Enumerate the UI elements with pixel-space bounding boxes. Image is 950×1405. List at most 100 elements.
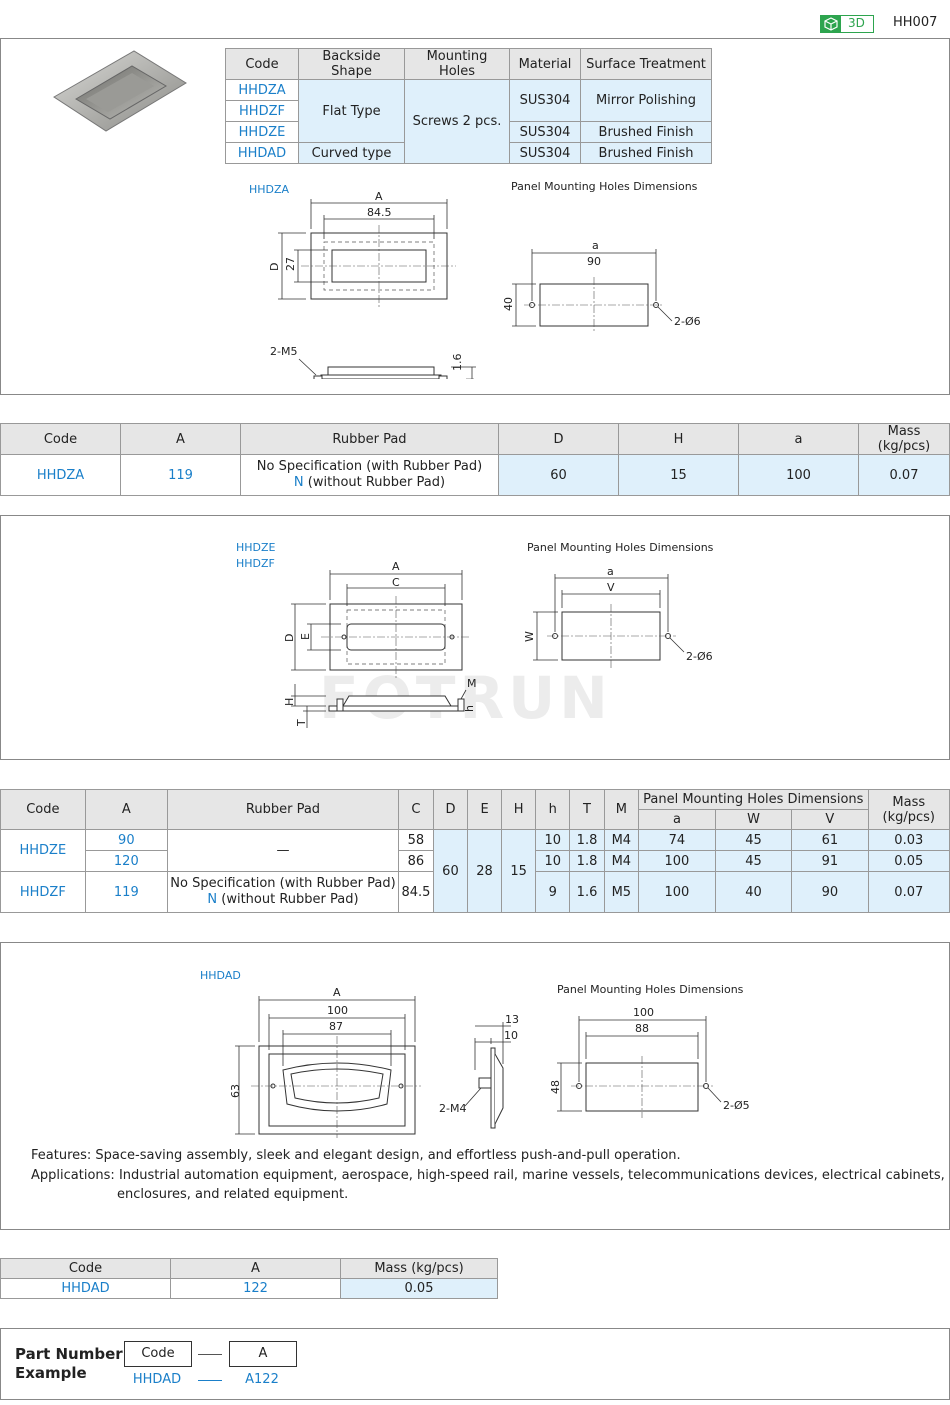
col-a: A <box>84 789 168 830</box>
material-cell: SUS304 <box>509 121 581 143</box>
a-cell[interactable]: 120 <box>84 850 168 872</box>
dim-27: 27 <box>284 257 297 271</box>
rubber-cell: No Specification (with Rubber Pad) N (wi… <box>166 871 399 913</box>
drawing-label: HHDZA <box>249 183 290 196</box>
code-cell[interactable]: HHDZE <box>225 121 299 143</box>
a-cell[interactable]: 122 <box>170 1278 341 1299</box>
code-cell[interactable]: HHDZF <box>225 100 299 122</box>
col-mass: Mass (kg/pcs) <box>858 423 950 455</box>
a-cell[interactable]: 90 <box>84 829 168 851</box>
mass-cell: 0.07 <box>858 454 950 496</box>
col-a: A <box>120 423 241 455</box>
c-cell: 84.5 <box>397 871 434 913</box>
drawing-hhdze: A C D E H T M h a V W 2-Ø6 <box>283 560 713 728</box>
panel-hhdza: Code Backside Shape Mounting Holes Mater… <box>0 38 950 395</box>
dim-holes: 2-Ø5 <box>723 1099 750 1112</box>
dim-A: A <box>392 560 400 573</box>
mass-cell: 0.03 <box>867 829 950 851</box>
c-cell: 86 <box>397 850 434 872</box>
code-cell[interactable]: HHDZA <box>0 454 121 496</box>
dim-90: 90 <box>587 255 601 268</box>
col-panel-group: Panel Mounting Holes Dimensions <box>638 789 869 810</box>
drawing-label: HHDAD <box>200 969 241 982</box>
col-material: Material <box>509 48 581 80</box>
example-a[interactable]: A122 <box>245 1372 279 1387</box>
dim-C: C <box>392 576 400 589</box>
h-cell: 15 <box>618 454 739 496</box>
dim-H: H <box>283 698 296 706</box>
code-cell[interactable]: HHDZA <box>225 79 299 101</box>
d-cell: 60 <box>498 454 619 496</box>
mass-cell: 0.05 <box>340 1278 498 1299</box>
col-mass: Mass(kg/pcs) <box>867 789 950 830</box>
dim-p88: 88 <box>635 1022 649 1035</box>
drawing-hhdza: A 84.5 D 27 2-M5 9 1.6 H a 90 40 2-Ø <box>268 190 701 379</box>
pv-cell: 91 <box>791 850 869 872</box>
col-code: Code <box>0 789 86 830</box>
col-t: T <box>569 789 605 830</box>
dim-84: 84.5 <box>367 206 392 219</box>
pw-cell: 45 <box>714 850 793 872</box>
col-backside: Backside Shape <box>298 48 405 80</box>
panel-hhdad: HHDAD Panel Mounting Holes Dimensions A … <box>0 942 950 1230</box>
col-code: Code <box>0 1258 171 1279</box>
col-d: D <box>432 789 469 830</box>
dim-E: E <box>299 633 312 640</box>
pw-cell: 40 <box>714 871 793 913</box>
dim-p48: 48 <box>549 1080 562 1094</box>
col-m: M <box>603 789 640 830</box>
col-mounting: Mounting Holes <box>404 48 510 80</box>
surface-cell: Mirror Polishing <box>580 79 712 122</box>
mass-cell: 0.07 <box>867 871 950 913</box>
code-cell[interactable]: HHDAD <box>225 142 299 164</box>
h-cell: 15 <box>501 829 537 913</box>
features-text: Features: Space-saving assembly, sleek a… <box>31 1148 681 1163</box>
col-code: Code <box>225 48 299 80</box>
a-box: A <box>229 1341 297 1367</box>
t-cell: 1.6 <box>569 871 605 913</box>
pv-cell: 90 <box>791 871 869 913</box>
col-pa: a <box>638 809 716 830</box>
dim-H: H <box>464 378 477 379</box>
code-cell[interactable]: HHDAD <box>0 1278 171 1299</box>
dim-thread: 2-M4 <box>439 1102 466 1115</box>
col-d: D <box>498 423 619 455</box>
col-pw: W <box>714 809 793 830</box>
product-photo <box>53 50 187 132</box>
dim-a: a <box>607 565 614 578</box>
example-code[interactable]: HHDAD <box>132 1372 182 1387</box>
c-cell: 58 <box>397 829 434 851</box>
a-cell[interactable]: 119 <box>120 454 241 496</box>
t-cell: 1.8 <box>569 829 605 851</box>
dim-D: D <box>268 263 281 271</box>
dim-V: V <box>607 581 615 594</box>
dim-W: W <box>523 631 536 642</box>
dim-thread: 2-M5 <box>270 345 297 358</box>
3d-badge[interactable]: 3D <box>820 15 874 33</box>
dim-A: A <box>333 986 341 999</box>
separator-line-blue <box>198 1380 222 1381</box>
col-code: Code <box>0 423 121 455</box>
col-h: H <box>501 789 537 830</box>
panel-holes-title: Panel Mounting Holes Dimensions <box>557 983 744 996</box>
pa-cell: 100 <box>638 871 716 913</box>
mass-cell: 0.05 <box>867 850 950 872</box>
m-cell: M4 <box>603 829 640 851</box>
backside-cell: Curved type <box>298 142 405 164</box>
material-cell: SUS304 <box>509 79 581 122</box>
dim-40: 40 <box>502 297 515 311</box>
rubber-cell: No Specification (with Rubber Pad) N (wi… <box>240 454 499 496</box>
h-small-cell: 10 <box>535 829 571 851</box>
applications-text-2: enclosures, and related equipment. <box>117 1187 349 1202</box>
a-cell[interactable]: 119 <box>84 871 168 913</box>
t-cell: 1.8 <box>569 850 605 872</box>
material-cell: SUS304 <box>509 142 581 164</box>
d-cell: 60 <box>432 829 469 913</box>
code-cell[interactable]: HHDZE <box>0 829 86 872</box>
h-small-cell: 9 <box>535 871 571 913</box>
panel-holes-title: Panel Mounting Holes Dimensions <box>511 180 698 193</box>
pa-cell: 100 <box>638 850 716 872</box>
drawing-label: HHDZE <box>236 541 276 554</box>
code-cell[interactable]: HHDZF <box>0 871 86 913</box>
pa-cell: 74 <box>638 829 716 851</box>
